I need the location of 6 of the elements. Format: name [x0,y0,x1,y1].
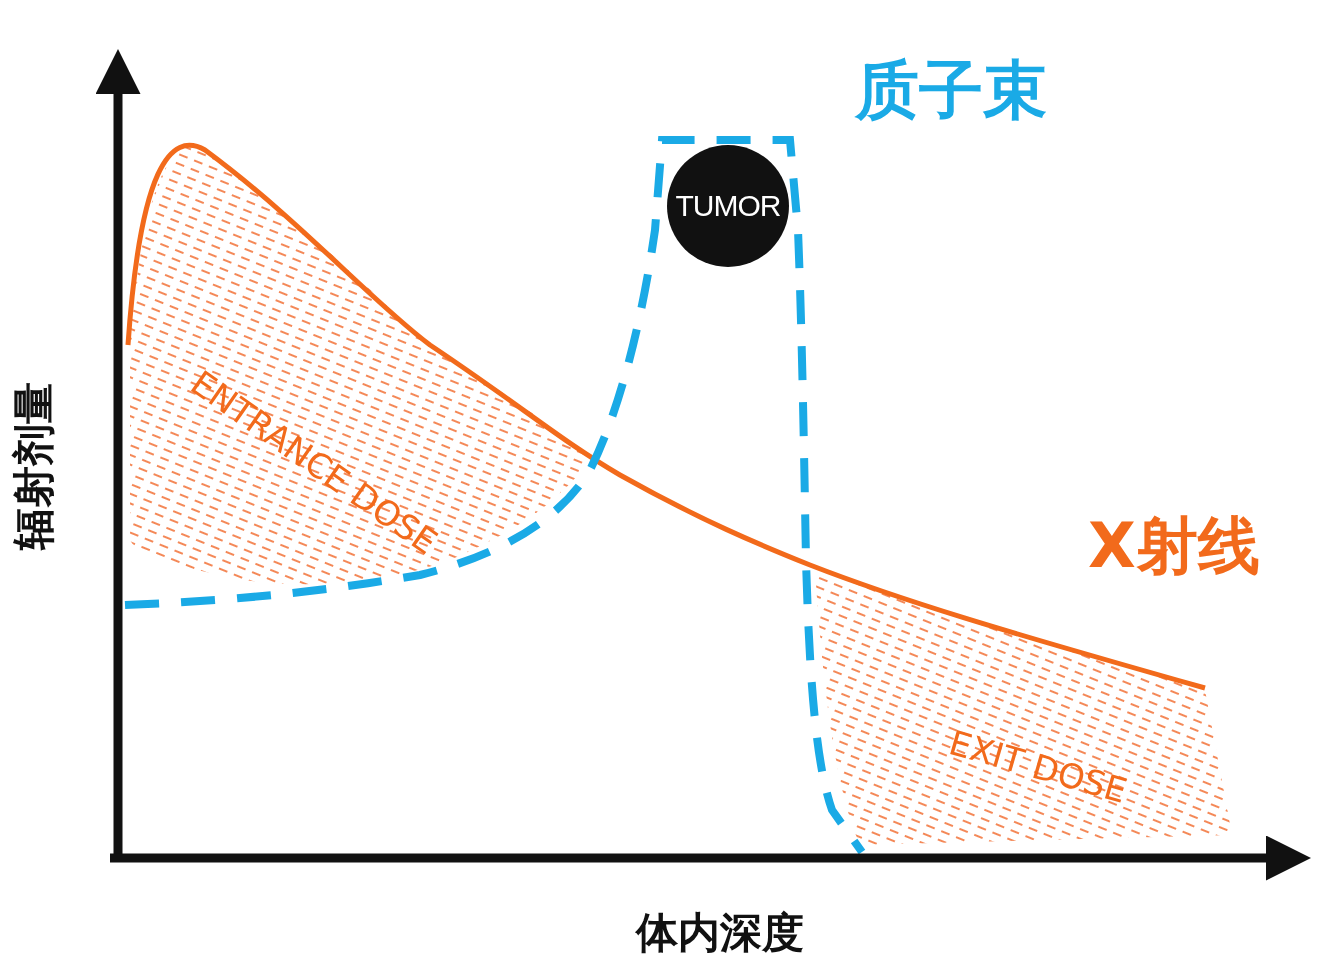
tumor-label: TUMOR [675,189,781,223]
beam-title: 质子束 [855,58,1047,122]
axis-label: 辐射剂量 [13,382,55,550]
axis-label: 体内深度 [636,912,804,954]
beam-title: X射线 [1088,515,1260,577]
region-label: EXIT DOSE [945,725,1131,808]
